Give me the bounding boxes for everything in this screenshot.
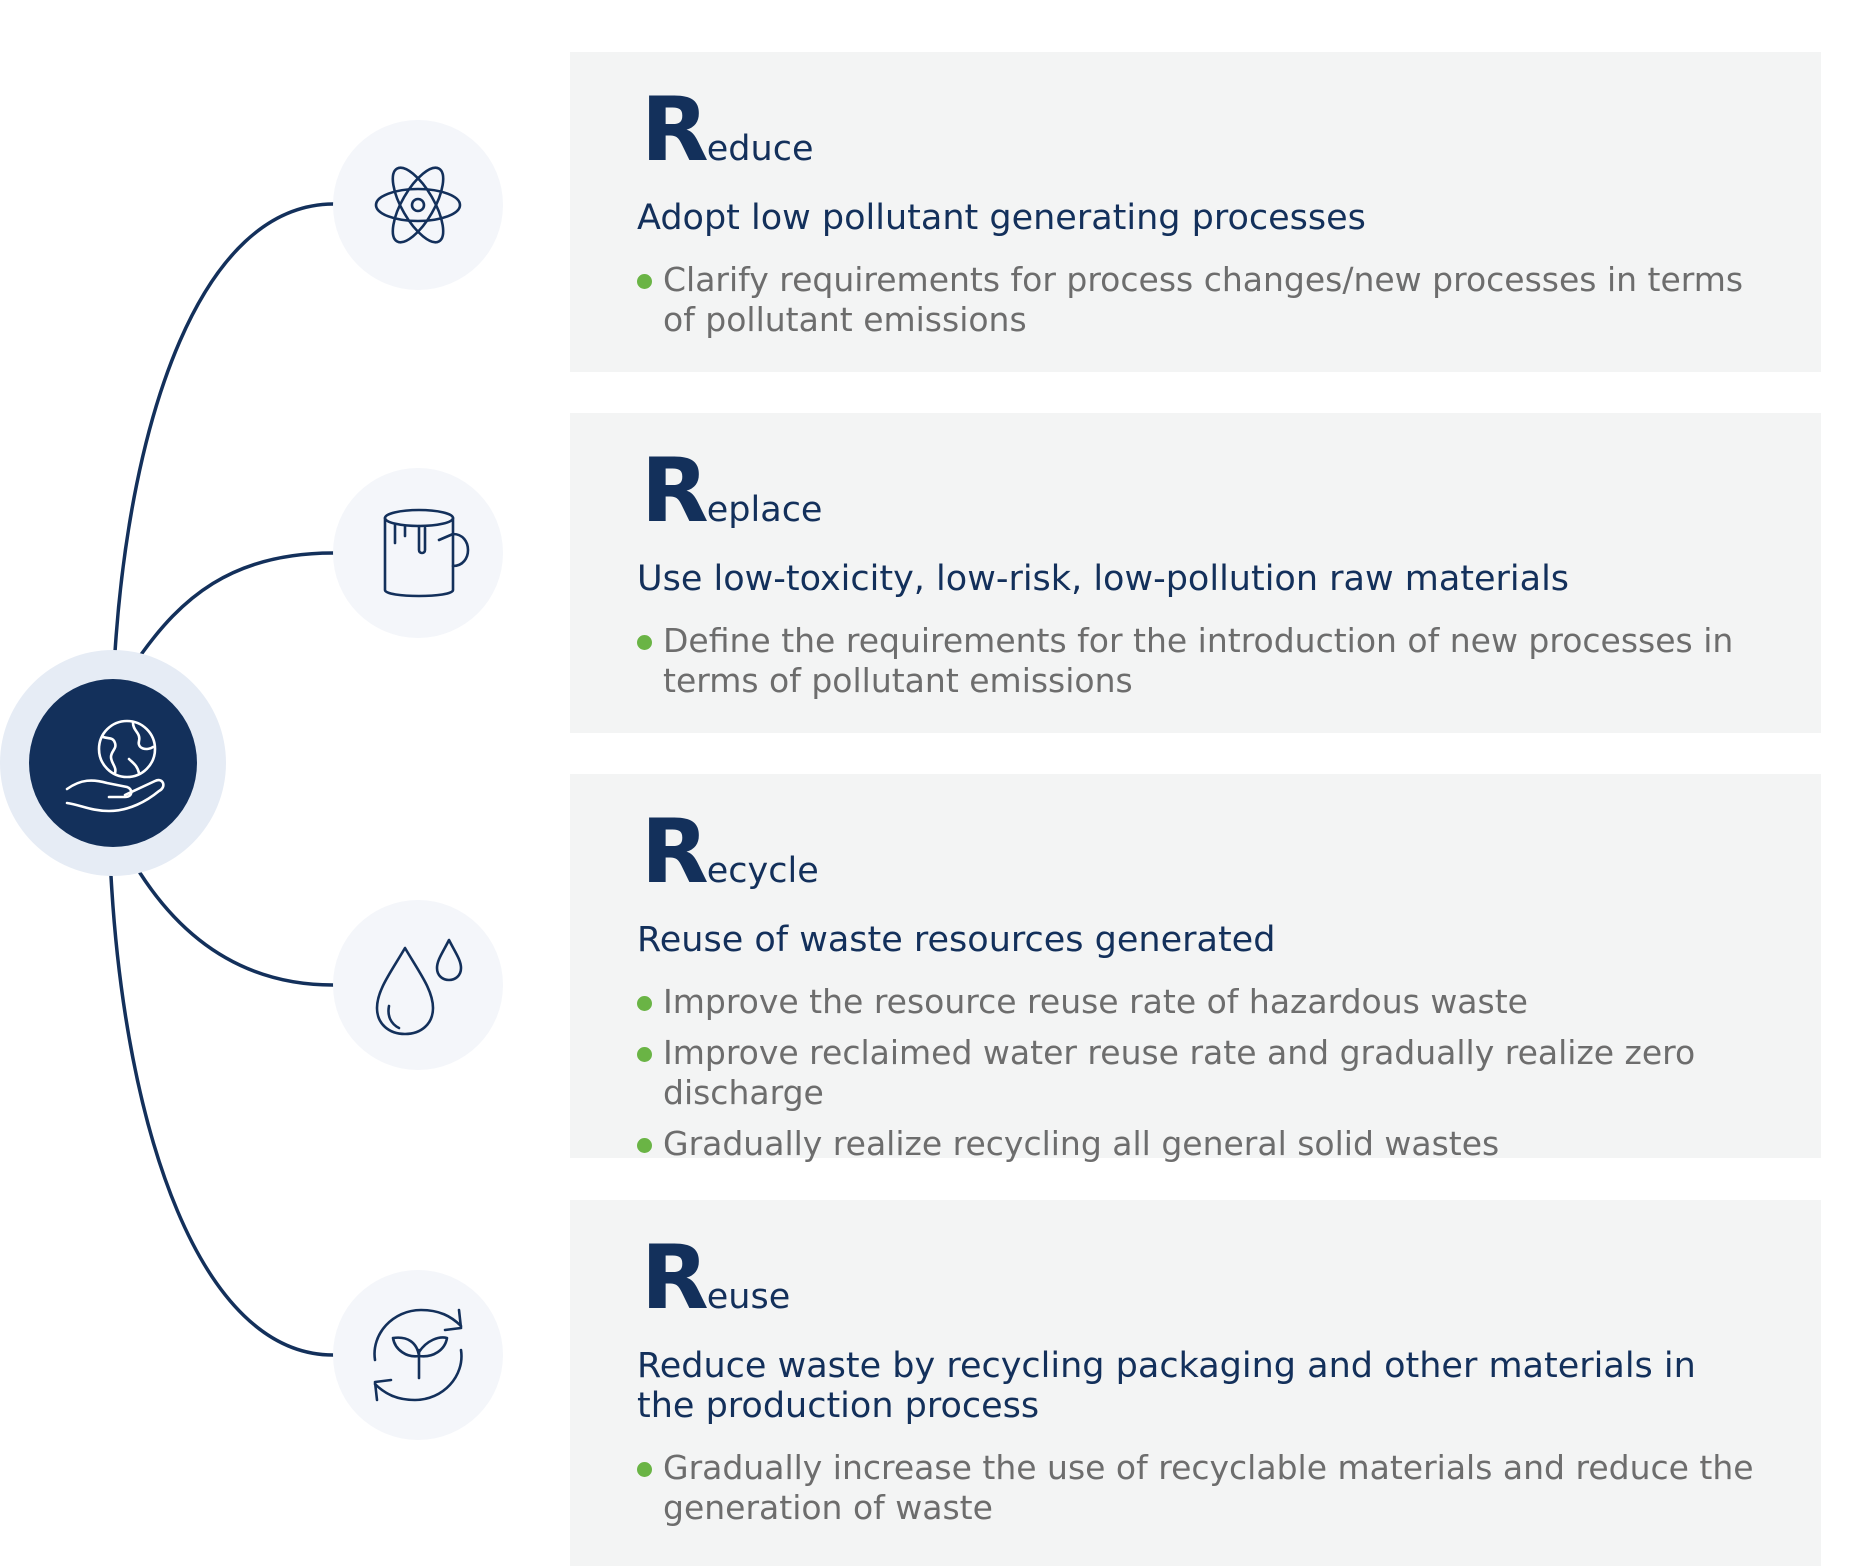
recycle-sprout-icon bbox=[373, 1308, 463, 1402]
bullet-item: Gradually realize recycling all general … bbox=[637, 1124, 1757, 1164]
card-reduce: Reduce Adopt low pollutant generating pr… bbox=[570, 52, 1821, 372]
title-rest: eplace bbox=[706, 490, 823, 530]
bullet-item: Improve reclaimed water reuse rate and g… bbox=[637, 1033, 1757, 1113]
title-rest: educe bbox=[706, 129, 814, 169]
bullet-item: Improve the resource reuse rate of hazar… bbox=[637, 982, 1757, 1022]
card-recycle: Recycle Reuse of waste resources generat… bbox=[570, 774, 1821, 1163]
connector-reuse bbox=[109, 874, 335, 1357]
card-subtitle: Use low-toxicity, low-risk, low-pollutio… bbox=[637, 559, 1570, 599]
card-subtitle: Reuse of waste resources generated bbox=[637, 920, 1276, 960]
title-initial: R bbox=[641, 439, 709, 542]
bullet-item: Gradually increase the use of recyclable… bbox=[637, 1448, 1757, 1528]
card-title: Reuse bbox=[641, 1226, 790, 1329]
bullet-list: Define the requirements for the introduc… bbox=[637, 621, 1757, 712]
node-reuse bbox=[333, 1270, 503, 1440]
connector-replace bbox=[138, 551, 335, 658]
water-drops-icon bbox=[375, 938, 463, 1036]
card-reuse: Reuse Reduce waste by recycling packagin… bbox=[570, 1200, 1821, 1566]
paint-bucket-icon bbox=[383, 508, 470, 598]
title-initial: R bbox=[641, 800, 709, 903]
card-subtitle: Reduce waste by recycling packaging and … bbox=[637, 1346, 1696, 1426]
card-title: Reduce bbox=[641, 78, 813, 181]
bullet-list: Gradually increase the use of recyclable… bbox=[637, 1448, 1757, 1539]
bullet-list: Improve the resource reuse rate of hazar… bbox=[637, 982, 1757, 1175]
connector-reduce bbox=[113, 202, 335, 654]
card-replace: Replace Use low-toxicity, low-risk, low-… bbox=[570, 413, 1821, 733]
title-initial: R bbox=[641, 78, 709, 181]
atom-icon bbox=[374, 166, 462, 244]
card-title: Recycle bbox=[641, 800, 819, 903]
title-rest: ecycle bbox=[706, 851, 819, 891]
node-reduce bbox=[333, 120, 503, 290]
title-rest: euse bbox=[706, 1277, 791, 1317]
node-recycle bbox=[333, 900, 503, 1070]
globe-in-hand-icon bbox=[65, 719, 165, 813]
bullet-item: Clarify requirements for process changes… bbox=[637, 260, 1757, 340]
node-replace bbox=[333, 468, 503, 638]
card-subtitle: Adopt low pollutant generating processes bbox=[637, 198, 1366, 238]
bullet-item: Define the requirements for the introduc… bbox=[637, 621, 1757, 701]
card-title: Replace bbox=[641, 439, 822, 542]
connector-recycle bbox=[138, 871, 335, 987]
bullet-list: Clarify requirements for process changes… bbox=[637, 260, 1757, 351]
title-initial: R bbox=[641, 1226, 709, 1329]
